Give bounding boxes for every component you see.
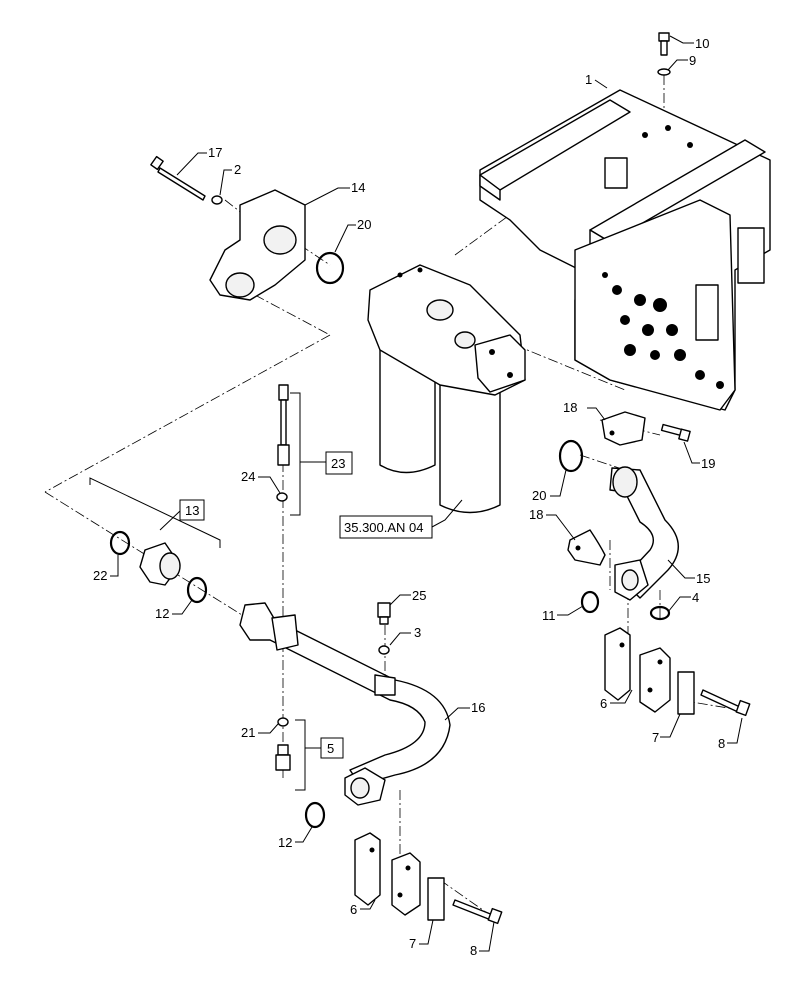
o-ring-12 xyxy=(186,576,208,604)
callout-6: 6 xyxy=(600,696,607,711)
o-ring-22 xyxy=(109,530,131,556)
callout-7: 7 xyxy=(652,730,659,745)
clamp-block-6 xyxy=(354,832,421,916)
bracket-latch xyxy=(604,157,628,189)
o-ring-11 xyxy=(580,590,600,614)
bolt-10 xyxy=(658,32,670,56)
pipe-15 xyxy=(609,466,679,601)
callout-15: 15 xyxy=(696,571,710,586)
seal-21 xyxy=(277,717,289,727)
callout-22: 22 xyxy=(93,568,107,583)
bolt-8 xyxy=(700,689,751,717)
leader-lines xyxy=(110,35,743,952)
side-bracket-plate xyxy=(695,284,719,341)
callout-labels: 10 9 1 17 2 14 20 18 19 23 24 20 18 13 3… xyxy=(93,36,725,958)
callout-box-5 xyxy=(320,737,344,759)
filter-assembly xyxy=(367,264,526,514)
callout-16: 16 xyxy=(471,700,485,715)
callout-6b: 6 xyxy=(350,902,357,917)
cover-plate-7 xyxy=(427,877,445,921)
callout-12b: 12 xyxy=(278,835,292,850)
callout-12: 12 xyxy=(155,606,169,621)
sensor-23 xyxy=(277,384,290,466)
callout-4: 4 xyxy=(692,590,699,605)
o-ring-20 xyxy=(558,439,584,473)
callout-box-reference xyxy=(339,515,433,539)
callout-19: 19 xyxy=(701,456,715,471)
bracket-holes xyxy=(602,125,724,389)
callout-reference: 35.300.AN 04 xyxy=(344,520,424,535)
o-ring-20 xyxy=(315,251,345,285)
fitting-25 xyxy=(377,602,391,625)
flange-14 xyxy=(209,189,306,301)
bolt-17 xyxy=(150,155,206,201)
callout-21: 21 xyxy=(241,725,255,740)
washer-2 xyxy=(211,195,223,205)
bolt-19 xyxy=(660,423,691,442)
callout-18: 18 xyxy=(563,400,577,415)
callout-5: 5 xyxy=(327,741,334,756)
seal-3 xyxy=(378,645,390,655)
group-bracket-23 xyxy=(290,392,301,516)
callout-10: 10 xyxy=(695,36,709,51)
cover-plate-7 xyxy=(677,671,695,715)
callout-1: 1 xyxy=(585,72,592,87)
clamp-half-18 xyxy=(601,411,646,446)
frame-bracket xyxy=(479,89,771,411)
pipe-16 xyxy=(239,602,451,806)
callout-24: 24 xyxy=(241,469,255,484)
callout-box-13 xyxy=(179,499,205,521)
clamp-block-6 xyxy=(604,627,671,713)
clamp-half-18 xyxy=(567,529,606,566)
callout-2: 2 xyxy=(234,162,241,177)
callout-11: 11 xyxy=(542,608,556,623)
callout-9: 9 xyxy=(689,53,696,68)
callout-8: 8 xyxy=(718,736,725,751)
callout-7b: 7 xyxy=(409,936,416,951)
group-bracket-5 xyxy=(295,719,306,791)
callout-25: 25 xyxy=(412,588,426,603)
callout-23: 23 xyxy=(331,456,345,471)
callout-box-23 xyxy=(325,451,353,475)
group-bracket-13 xyxy=(89,477,221,548)
callout-13: 13 xyxy=(185,503,199,518)
callout-3: 3 xyxy=(414,625,421,640)
connector-13 xyxy=(139,542,181,586)
o-ring-12 xyxy=(304,801,326,829)
washer-9 xyxy=(657,68,671,76)
callout-14: 14 xyxy=(351,180,365,195)
plug-5 xyxy=(275,744,291,771)
bolt-8 xyxy=(452,899,503,925)
callout-18b: 18 xyxy=(529,507,543,522)
callout-20b: 20 xyxy=(532,488,546,503)
callout-8b: 8 xyxy=(470,943,477,958)
callout-20: 20 xyxy=(357,217,371,232)
o-ring-4 xyxy=(649,605,671,621)
seal-24 xyxy=(276,492,288,502)
side-bracket-plate xyxy=(737,227,765,284)
callout-17: 17 xyxy=(208,145,222,160)
